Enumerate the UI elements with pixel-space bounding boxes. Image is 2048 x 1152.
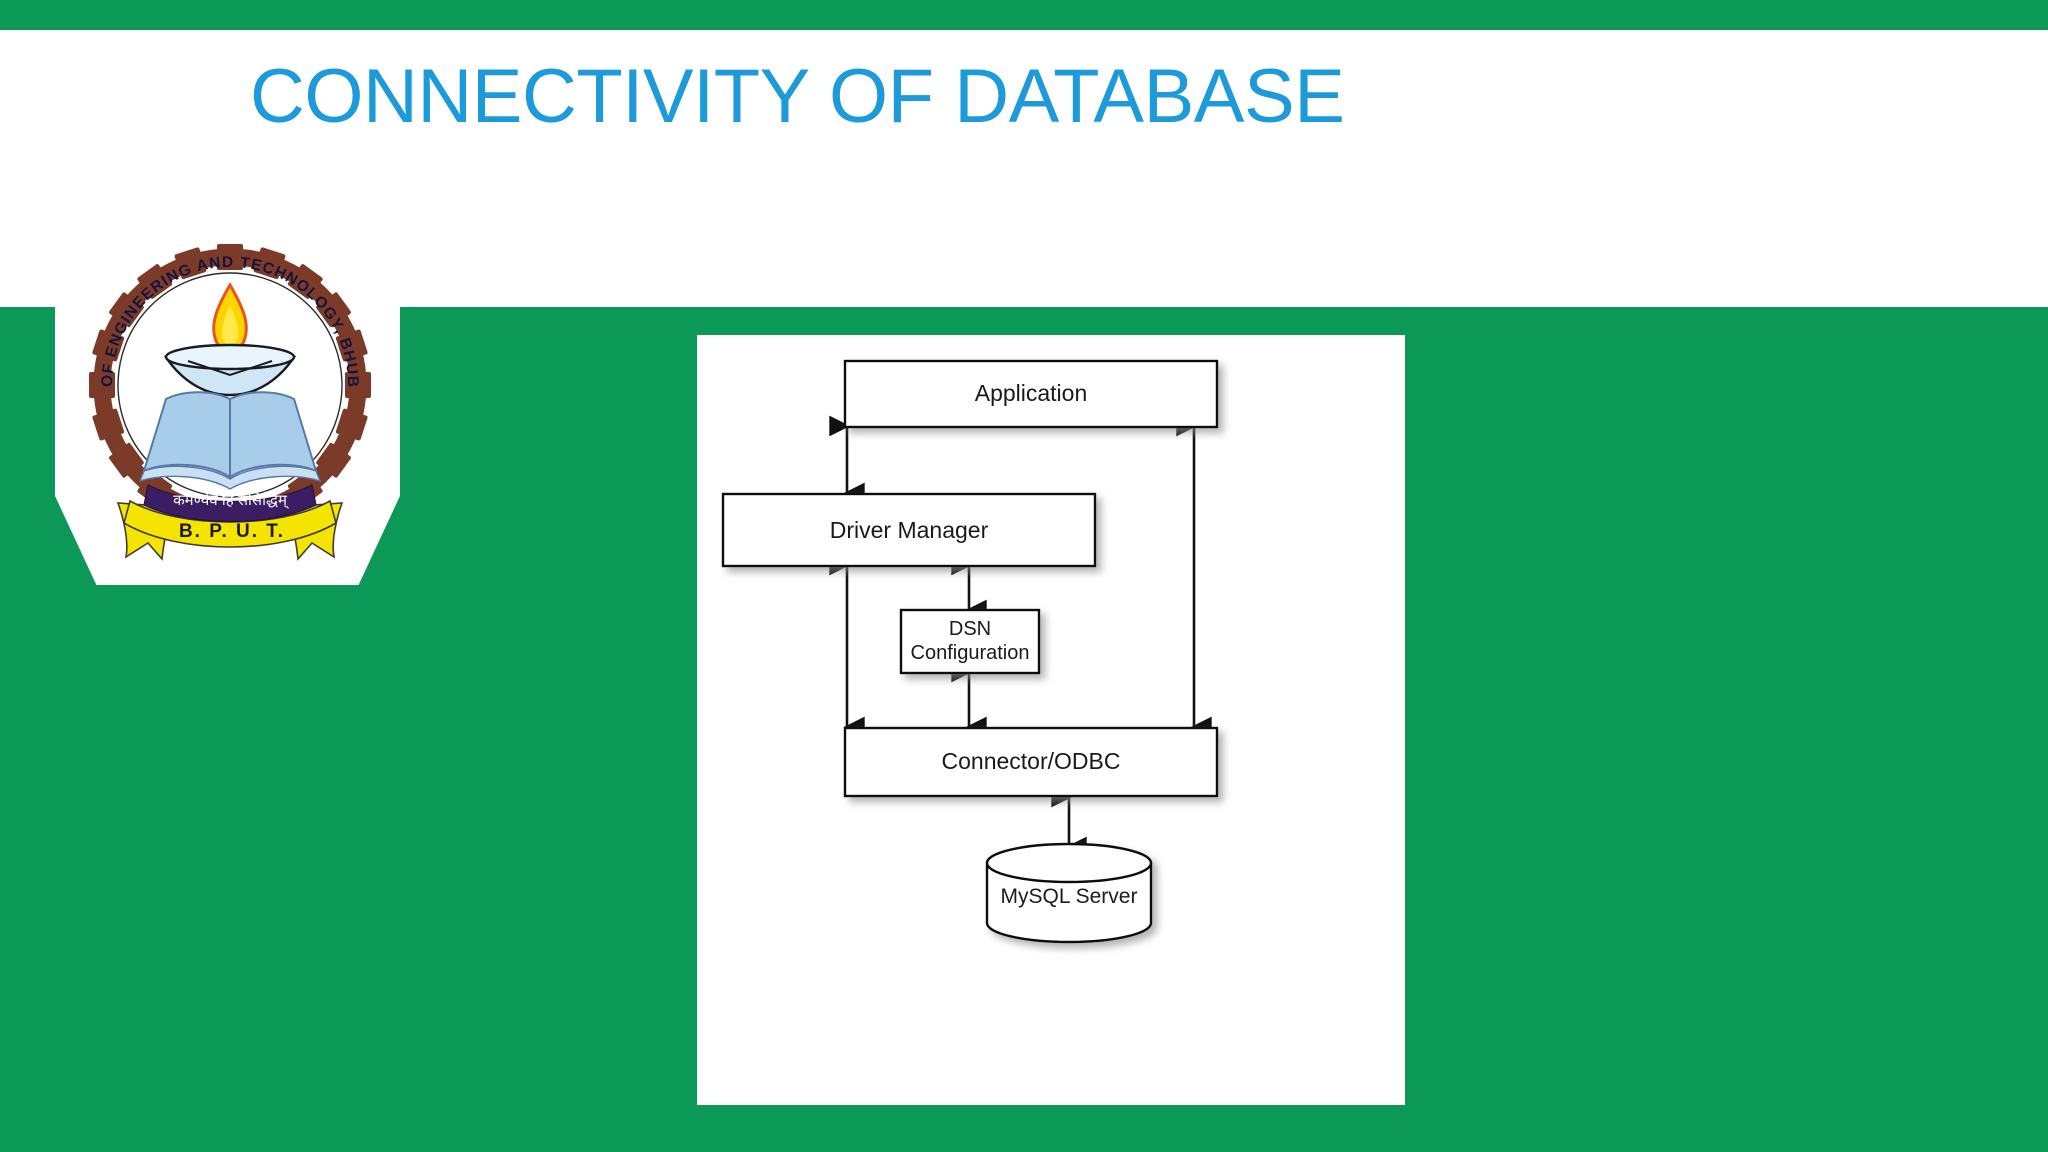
- node-mysql-server-label: MySQL Server: [1001, 885, 1138, 908]
- node-application-box: [843, 359, 1219, 429]
- node-mysql-server[interactable]: MySQL Server: [985, 842, 1153, 944]
- node-application-label: Application: [975, 380, 1088, 406]
- bput-logo-icon: COLLEGE OF ENGINEERING AND TECHNOLOGY, B…: [63, 172, 371, 561]
- institution-logo: COLLEGE OF ENGINEERING AND TECHNOLOGY, B…: [63, 172, 390, 575]
- node-connector-odbc[interactable]: Connector/ODBC: [843, 726, 1219, 798]
- node-driver-manager-label: Driver Manager: [830, 517, 989, 543]
- top-green-accent-bar: [0, 0, 2048, 30]
- node-dsn-configuration-box: [899, 608, 1041, 675]
- open-book-icon: [138, 391, 322, 490]
- node-connector-odbc-label: Connector/ODBC: [942, 748, 1121, 774]
- node-dsn-configuration-label-line2: Configuration: [911, 642, 1030, 664]
- odbc-architecture-diagram: Application Driver Manager DSN Configura…: [721, 359, 1219, 944]
- node-application[interactable]: Application: [843, 359, 1219, 429]
- logo-acronym-text: B. P. U. T.: [179, 521, 285, 542]
- node-mysql-server-top: [985, 842, 1153, 884]
- page-title: CONNECTIVITY OF DATABASE: [250, 54, 1345, 139]
- node-connector-odbc-box: [843, 726, 1219, 798]
- node-dsn-configuration-label-line1: DSN: [949, 618, 991, 640]
- ribbon-banner: कर्मण्येव हि संसिद्धिम् B. P. U. T.: [116, 484, 344, 561]
- flame-icon: [212, 282, 248, 351]
- diya-lamp-icon: [163, 343, 297, 397]
- node-dsn-configuration[interactable]: DSN Configuration: [899, 608, 1041, 675]
- node-driver-manager-box: [721, 492, 1097, 568]
- diagram-panel: Application Driver Manager DSN Configura…: [697, 335, 1405, 1105]
- node-mysql-server-body: [985, 861, 1153, 944]
- diagram-connectors: [829, 415, 1212, 858]
- logo-motto-text: कर्मण्येव हि संसिद्धिम्: [173, 491, 289, 509]
- node-driver-manager[interactable]: Driver Manager: [721, 492, 1097, 568]
